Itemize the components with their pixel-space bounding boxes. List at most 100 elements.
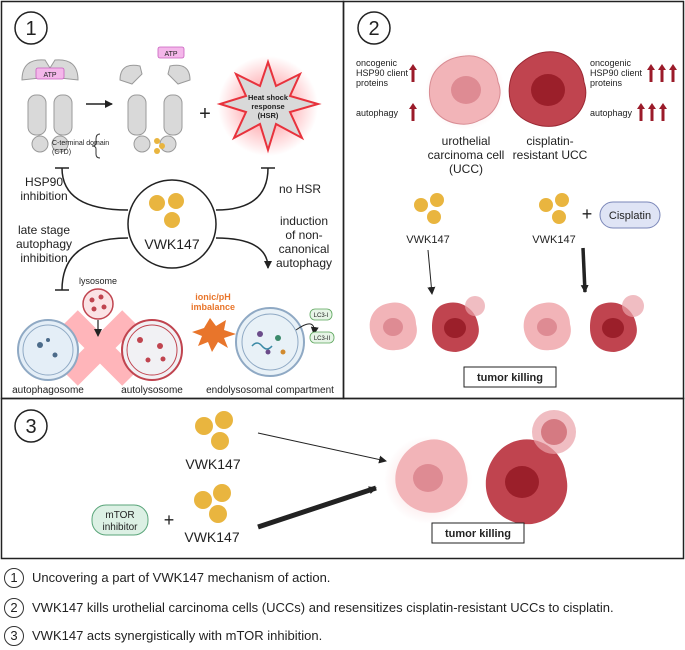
- resistant-ucc-label-2: resistant UCC: [513, 148, 588, 162]
- vwk147-alone-arrow: [257, 432, 387, 464]
- lc3ii-label: LC3-II: [314, 336, 331, 342]
- endolysosomal-cargo-icon: [251, 331, 286, 355]
- hsr-starburst-icon: [216, 58, 322, 154]
- atp-label-bound: ATP: [43, 72, 56, 79]
- dying-cells-panel3-icon: [384, 410, 576, 525]
- vwk147-center-label: VWK147: [144, 236, 199, 252]
- atp-box-bound: [35, 67, 65, 80]
- panel-1-number: 1: [25, 18, 36, 40]
- panel-3-border: [0, 397, 685, 560]
- plus-sign-panel3: +: [164, 510, 175, 530]
- increase-arrow-icon: [409, 64, 417, 121]
- lc3i-label: LC3-I: [314, 313, 329, 319]
- legend-item-2: 2 VWK147 kills urothelial carcinoma cell…: [0, 596, 685, 622]
- client-proteins-label-ucc: oncogenic: [356, 58, 398, 68]
- plus-sign-panel2: +: [582, 204, 593, 224]
- panel-3-number-circle: [14, 409, 48, 443]
- tumor-killing-label-panel2: tumor killing: [477, 372, 543, 384]
- panel-2-number: 2: [368, 18, 379, 40]
- endolysosomal-compartment-icon: [235, 307, 305, 377]
- panel-3: 3 VWK147 VWK147 mTOR inhibitor + tumor k…: [0, 397, 685, 560]
- ucc-label-3: (UCC): [449, 162, 483, 176]
- tumor-killing-box-panel3: [431, 522, 525, 544]
- panel-2-number-circle: [357, 11, 391, 45]
- resistant-ucc-nucleus-icon: [531, 74, 565, 106]
- induction-label-2: of non-: [285, 228, 322, 242]
- vwk147-bound-ctd-icon: [154, 138, 165, 154]
- autolysosome-label: autolysosome: [121, 385, 183, 396]
- plus-sign: +: [199, 103, 211, 125]
- vwk147-center-icon: [149, 193, 184, 228]
- fusion-block-glow: [62, 310, 138, 386]
- late-stage-label-2: autophagy: [16, 237, 72, 251]
- client-proteins-label-ucc-2: HSP90 client: [356, 68, 409, 78]
- induction-label-4: autophagy: [276, 256, 332, 270]
- strong-increase-arrows-icon: [637, 64, 677, 121]
- ucc-label-2: carcinoma cell: [428, 148, 505, 162]
- hsr-label: Heat shock: [248, 93, 289, 102]
- legend-text: VWK147 kills urothelial carcinoma cells …: [32, 600, 614, 615]
- endolysosomal-inner-membrane: [241, 313, 299, 371]
- ionic-imbalance-label: ionic/pH: [195, 292, 231, 302]
- late-stage-label-3: inhibition: [20, 251, 67, 265]
- lysosome-label: lysosome: [79, 276, 117, 286]
- autophagosome-label: autophagosome: [12, 385, 84, 396]
- induction-label-3: canonical: [279, 242, 330, 256]
- autolysosome-icon: [121, 319, 183, 381]
- lc3ii-badge: [309, 331, 335, 344]
- autophagy-label-ucc: autophagy: [356, 108, 399, 118]
- mtor-inhibitor-label-2: inhibitor: [102, 522, 138, 533]
- late-stage-connector: [61, 237, 129, 291]
- vwk147-top-icon: [195, 411, 233, 450]
- legend-text: VWK147 acts synergistically with mTOR in…: [32, 628, 323, 643]
- legend-number: 2: [4, 598, 24, 618]
- cisplatin-badge: [599, 201, 661, 229]
- no-hsr-connector: [215, 167, 269, 211]
- late-stage-label: late stage: [18, 223, 70, 237]
- tumor-killing-box-panel2: [463, 366, 557, 388]
- hsp90-inhibition-connector: [61, 167, 129, 211]
- autophagy-label-resistant: autophagy: [590, 108, 633, 118]
- vwk147-bottom-label: VWK147: [184, 529, 239, 545]
- ctd-brace: [91, 133, 101, 159]
- ucc-nucleus-icon: [451, 76, 481, 104]
- no-hsr-label: no HSR: [279, 182, 321, 196]
- panel-3-number: 3: [25, 416, 36, 438]
- ionic-imbalance-burst-icon: [192, 318, 236, 352]
- autophagosome-inner-membrane: [22, 324, 74, 376]
- endolysosomal-label: endolysosomal compartment: [206, 385, 334, 396]
- ctd-label: C-terminal domain: [52, 140, 109, 147]
- panel-1-number-circle: [14, 11, 48, 45]
- combination-effect-arrow: [580, 247, 589, 293]
- autophagosome-cargo-icon: [37, 338, 58, 358]
- lysosome-icon: [82, 288, 114, 320]
- hsr-label-3: (HSR): [258, 111, 279, 120]
- atp-label-free: ATP: [164, 51, 177, 58]
- autolysosome-inner-membrane: [126, 324, 178, 376]
- ionic-imbalance-label-2: imbalance: [191, 302, 235, 312]
- ucc-label: urothelial: [442, 134, 491, 148]
- legend-item-3: 3 VWK147 acts synergistically with mTOR …: [0, 624, 685, 650]
- client-proteins-label-resistant-3: proteins: [590, 78, 623, 88]
- lc3-conversion-arrow: [295, 323, 319, 335]
- hsp90-dimer-open: [119, 64, 191, 153]
- tumor-killing-label-panel3: tumor killing: [445, 528, 511, 540]
- autophagosome-icon: [17, 319, 79, 381]
- vwk147-effect-arrow: [427, 249, 436, 295]
- hsr-label-2: response: [251, 102, 284, 111]
- lc3i-badge: [309, 308, 333, 321]
- client-proteins-label-resistant-2: HSP90 client: [590, 68, 643, 78]
- dying-cells-combination-icon: [523, 295, 644, 352]
- induction-label: induction: [280, 214, 328, 228]
- autolysosome-cargo-icon: [137, 337, 166, 363]
- legend-number: 1: [4, 568, 24, 588]
- client-proteins-label-ucc-3: proteins: [356, 78, 389, 88]
- dying-cells-vwk147-icon: [369, 296, 485, 352]
- legend-text: Uncovering a part of VWK147 mechanism of…: [32, 570, 331, 585]
- vwk147-left-icon: [414, 193, 444, 224]
- vwk147-top-label: VWK147: [185, 456, 240, 472]
- hsp90-inhibition-label-2: inhibition: [20, 189, 67, 203]
- atp-box-free: [157, 46, 185, 59]
- mtor-inhibitor-label: mTOR: [105, 510, 134, 521]
